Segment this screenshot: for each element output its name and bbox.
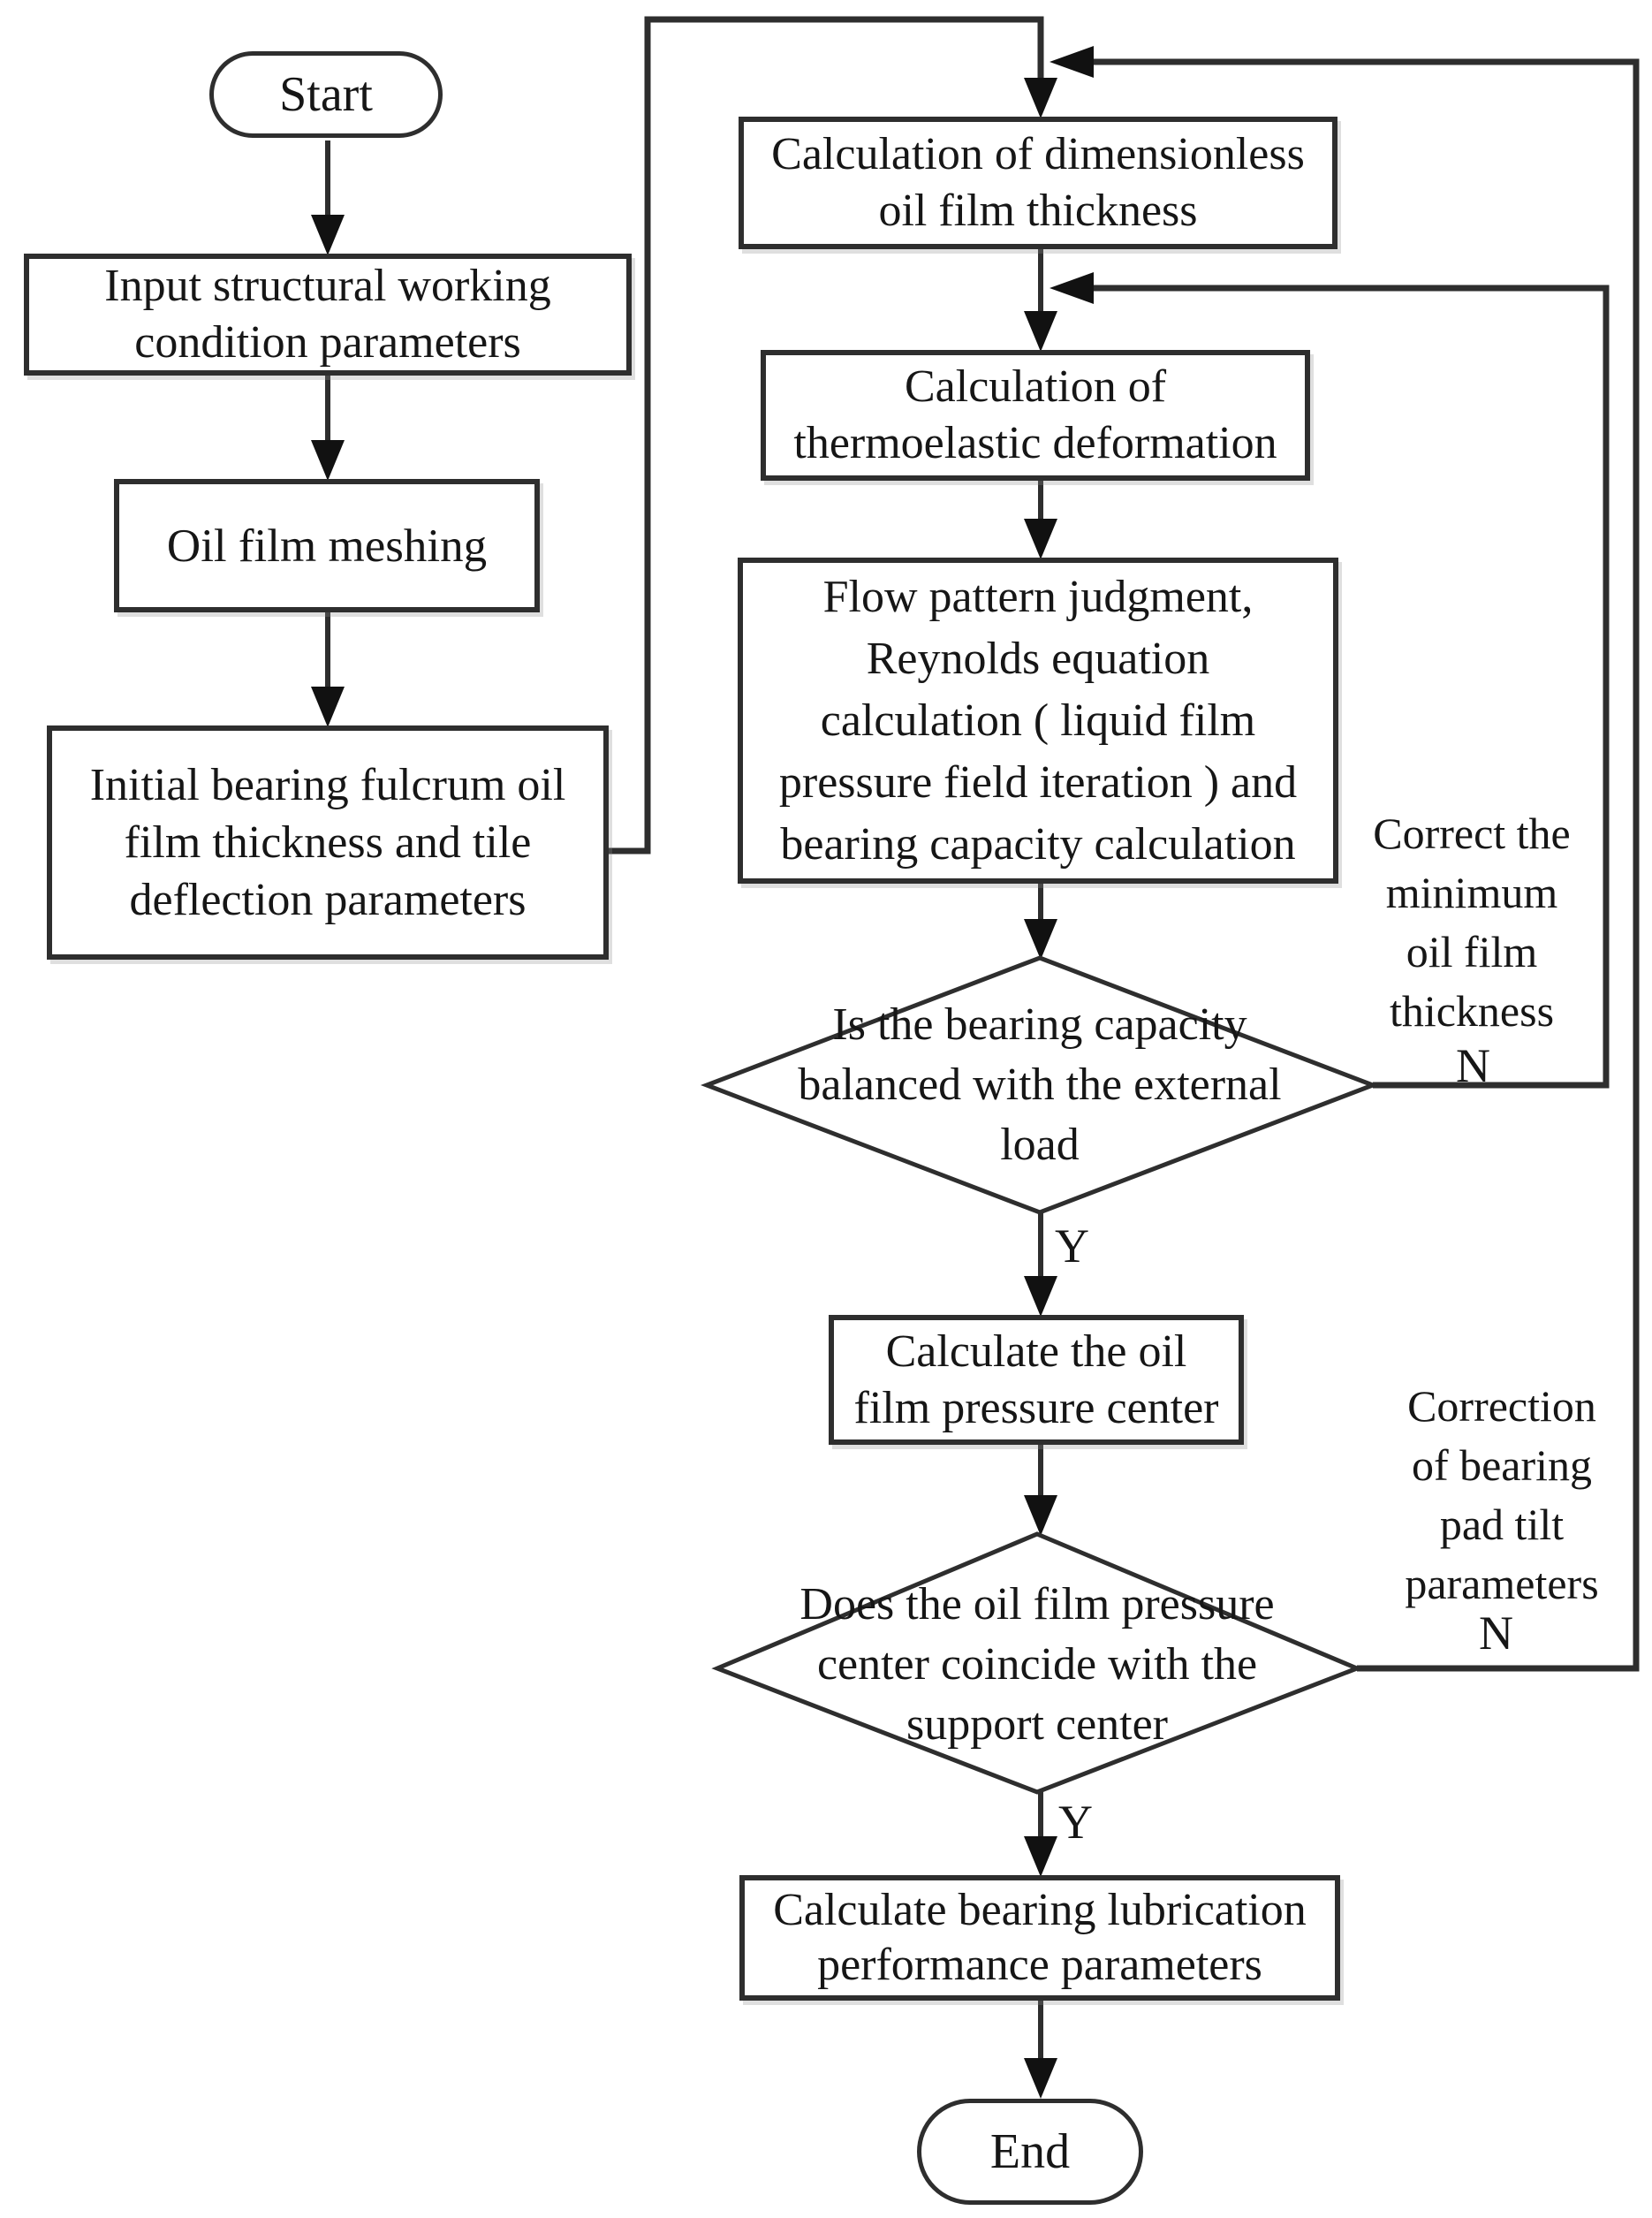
feedback-line-min-thickness bbox=[1092, 285, 1610, 1089]
text-line: Initial bearing fulcrum oil bbox=[89, 760, 566, 810]
decision-diamond-center bbox=[711, 1531, 1363, 1795]
feedback-line-pad-tilt bbox=[1092, 58, 1640, 1672]
arrowhead bbox=[311, 440, 345, 481]
end-terminal: End bbox=[917, 2099, 1143, 2205]
branch-label-n2: N bbox=[1479, 1607, 1513, 1660]
text-line: Flow pattern judgment, bbox=[822, 571, 1254, 622]
process-pressure-center: Calculate the oil film pressure center bbox=[829, 1315, 1244, 1445]
text-line: of bearing bbox=[1411, 1440, 1593, 1490]
text-line: parameters bbox=[1405, 1559, 1599, 1608]
arrowhead bbox=[1024, 919, 1057, 960]
arrowhead bbox=[1050, 272, 1094, 304]
text-line: Is the bearing capacity bbox=[832, 999, 1247, 1050]
end-label: End bbox=[989, 2124, 1071, 2179]
text-line: performance parameters bbox=[817, 1940, 1262, 1990]
text-line: Calculate the oil bbox=[885, 1325, 1187, 1377]
start-terminal: Start bbox=[209, 51, 443, 138]
text-line: Calculation of dimensionless bbox=[771, 129, 1305, 179]
decision-center-text: Does the oil film pressure center coinci… bbox=[754, 1575, 1320, 1755]
arrowhead bbox=[1024, 1495, 1057, 1536]
text-line: oil film thickness bbox=[878, 186, 1198, 236]
flow-line-loopback-main bbox=[609, 16, 1044, 855]
text-line: film pressure center bbox=[853, 1382, 1219, 1433]
text-line: bearing capacity calculation bbox=[780, 818, 1296, 870]
text-line: calculation ( liquid film bbox=[820, 695, 1256, 746]
text-line: deflection parameters bbox=[129, 875, 527, 925]
arrowhead bbox=[1024, 2058, 1057, 2099]
process-dimensionless-thickness: Calculation of dimensionless oil film th… bbox=[739, 117, 1338, 249]
text-line: pressure field iteration ) and bbox=[778, 756, 1298, 808]
decision-capacity-text: Is the bearing capacity balanced with th… bbox=[766, 995, 1314, 1175]
arrowhead bbox=[1024, 311, 1057, 352]
process-input-parameters: Input structural working condition param… bbox=[24, 254, 632, 376]
text-line: Calculate bearing lubrication bbox=[773, 1885, 1307, 1935]
decision-diamond-capacity bbox=[700, 955, 1380, 1215]
text-line: center coincide with the bbox=[816, 1639, 1258, 1690]
arrowhead bbox=[311, 687, 345, 727]
text-line: thickness bbox=[1389, 986, 1555, 1036]
text-line: Correct the bbox=[1373, 809, 1571, 858]
text-line: Reynolds equation bbox=[866, 633, 1210, 684]
text-line: film thickness and tile bbox=[124, 817, 532, 868]
text-line: Correction bbox=[1407, 1381, 1596, 1431]
process-lubrication-performance: Calculate bearing lubrication performanc… bbox=[739, 1875, 1340, 2001]
arrowhead bbox=[1050, 46, 1094, 78]
text-line: thermoelastic deformation bbox=[793, 418, 1277, 468]
text-line: support center bbox=[906, 1699, 1168, 1750]
branch-label-y2: Y bbox=[1058, 1796, 1093, 1849]
label-correct-min-thickness: Correct the minimum oil film thickness bbox=[1343, 804, 1601, 1041]
process-flow-pattern-reynolds: Flow pattern judgment, Reynolds equation… bbox=[738, 558, 1338, 884]
text-line: pad tilt bbox=[1439, 1500, 1565, 1549]
process-initial-bearing-parameters: Initial bearing fulcrum oil film thickne… bbox=[47, 725, 609, 960]
text-line: Oil film meshing bbox=[166, 520, 488, 572]
branch-label-n1: N bbox=[1456, 1039, 1490, 1092]
start-label: Start bbox=[279, 67, 373, 122]
text-line: Input structural working bbox=[104, 261, 551, 311]
text-line: oil film bbox=[1406, 927, 1538, 976]
arrowhead bbox=[1024, 1836, 1057, 1877]
text-line: Does the oil film pressure bbox=[799, 1579, 1275, 1629]
text-line: Calculation of bbox=[904, 361, 1167, 412]
label-correction-pad-tilt: Correction of bearing pad tilt parameter… bbox=[1373, 1377, 1631, 1614]
text-line: balanced with the external bbox=[798, 1060, 1282, 1110]
text-line: load bbox=[1000, 1120, 1080, 1170]
arrowhead bbox=[1024, 519, 1057, 559]
text-line: condition parameters bbox=[134, 317, 521, 368]
branch-label-y1: Y bbox=[1055, 1219, 1089, 1272]
process-thermoelastic-deformation: Calculation of thermoelastic deformation bbox=[761, 350, 1310, 481]
arrowhead bbox=[311, 215, 345, 255]
arrowhead bbox=[1024, 78, 1057, 118]
process-oil-film-meshing: Oil film meshing bbox=[114, 479, 540, 612]
arrowhead bbox=[1024, 1276, 1057, 1317]
text-line: minimum bbox=[1385, 868, 1558, 917]
